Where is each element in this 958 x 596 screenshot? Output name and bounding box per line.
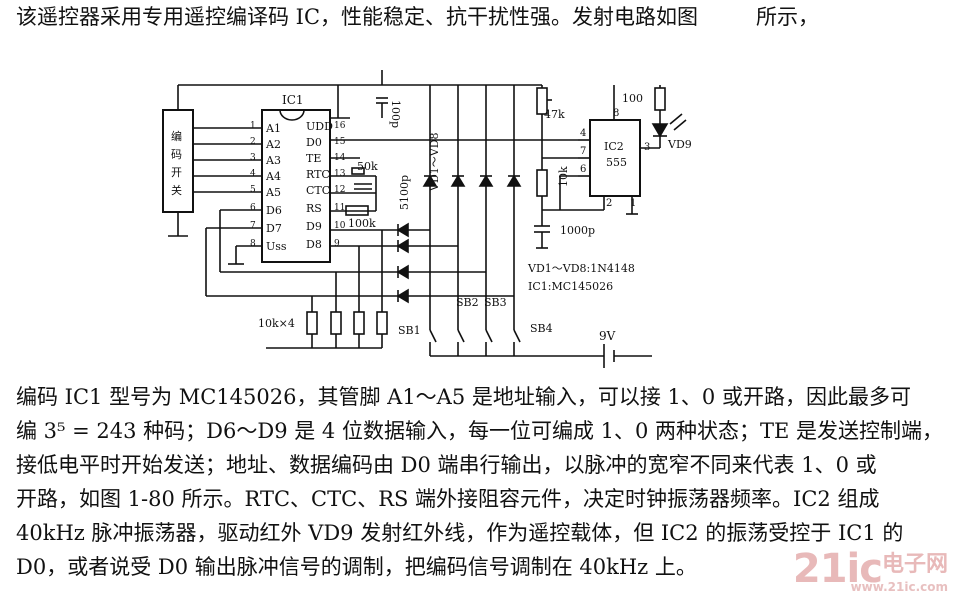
encoder-switch: 编 码 开 关 — [162, 84, 338, 237]
button-label-sb2: SB2 — [456, 296, 479, 309]
battery-label: 9V — [599, 329, 616, 343]
body-line: 40kHz 脉冲振荡器，驱动红外 VD9 发射红外线，作为遥控载体，但 IC2 … — [16, 521, 904, 545]
intro-text: 该遥控器采用专用遥控编译码 IC，性能稳定、抗干扰性强。发射电路如图 所示， — [16, 2, 819, 33]
ic1-pin-number: 8 — [250, 239, 256, 249]
ic1-name: IC1 — [282, 93, 304, 107]
body-line: 开路，如图 1-80 所示。RTC、CTC、RS 端外接阻容元件，决定时钟振荡器… — [16, 487, 880, 511]
switch-char-3: 开 — [171, 166, 182, 179]
resistors-label: 10k×4 — [258, 317, 295, 330]
ic1-pin-number: 6 — [250, 203, 256, 213]
ic1-pin-label-a4: A4 — [265, 170, 281, 183]
ic2-pin-4: 4 — [580, 128, 586, 139]
ic1-pin-label-d9: D9 — [306, 220, 322, 233]
ic2-pin-2: 2 — [606, 198, 612, 209]
ic1-pin-number: 2 — [250, 137, 256, 147]
watermark-brand: 21ic — [792, 546, 883, 592]
cap-100p-label: 100p — [389, 100, 402, 128]
pull-down-resistors — [266, 230, 388, 349]
ic1-pin-number: 4 — [250, 169, 256, 179]
ic1-pin-number: 9 — [334, 239, 340, 249]
ic1-pin-label-a2: A2 — [265, 138, 281, 151]
diodes-top — [422, 174, 522, 187]
note-diodes: VD1～VD8:1N4148 — [527, 262, 635, 275]
ic1: IC1 — [261, 93, 331, 263]
ic1-pin-number: 13 — [334, 169, 346, 179]
ic1-pin-label-a3: A3 — [265, 154, 281, 167]
ic1-pin-label-uss: Uss — [266, 240, 287, 253]
ic1-pin-number: 12 — [334, 185, 345, 195]
r-47k-label: 47k — [544, 108, 565, 121]
intro-sentence: 该遥控器采用专用遥控编译码 IC，性能稳定、抗干扰性强。发射电路如图 — [16, 5, 699, 29]
push-button-sb1 — [429, 329, 437, 356]
body-line: 编 3⁵ = 243 种码；D6～D9 是 4 位数据输入，每一位可编成 1、0… — [16, 419, 944, 443]
body-text: 编码 IC1 型号为 MC145026，其管脚 A1～A5 是地址输入，可以接 … — [16, 382, 946, 586]
ic1-pin-number: 1 — [250, 121, 256, 131]
cap-5100p-label: 5100p — [398, 175, 411, 210]
ic1-pin-label-d6: D6 — [266, 204, 282, 217]
button-label-sb3: SB3 — [484, 296, 507, 309]
note-ic1: IC1:MC145026 — [528, 280, 613, 293]
r-100-label: 100 — [622, 92, 643, 105]
button-label-sb4: SB4 — [530, 322, 553, 335]
ic1-pin-number: 16 — [334, 121, 346, 131]
ic2-pin-6: 6 — [580, 164, 586, 175]
push-button-sb4 — [513, 329, 521, 356]
ic1-pin-label-a1: A1 — [265, 122, 281, 135]
ic2-pin-8: 8 — [613, 108, 619, 119]
ic1-pin-label-a5: A5 — [265, 186, 281, 199]
ic1-pin-label-rs: RS — [306, 202, 322, 215]
watermark-url: www.21ic.com — [850, 580, 948, 594]
ic1-pin-label-d0: D0 — [306, 136, 322, 149]
body-line: 接低电平时开始发送；地址、数据编码由 D0 端串行输出，以脉冲的宽窄不同来代表 … — [16, 453, 877, 477]
body-line: 编码 IC1 型号为 MC145026，其管脚 A1～A5 是地址输入，可以接 … — [16, 385, 911, 409]
watermark-cn: 电子网 — [881, 552, 948, 577]
ic1-pin-number: 3 — [250, 153, 256, 163]
watermark: 21ic电子网 www.21ic.com — [792, 546, 948, 594]
ic1-pin-label-ctc: CTC — [306, 184, 330, 197]
ic1-pin-number: 7 — [250, 221, 256, 231]
button-label-sb1: SB1 — [398, 324, 421, 337]
ic2-pin-7: 7 — [580, 146, 586, 157]
switch-char-2: 码 — [171, 148, 182, 161]
body-line: D0，或者说受 D0 输出脉冲信号的调制，把编码信号调制在 40kHz 上。 — [16, 555, 697, 579]
ic1-pin-number: 11 — [334, 203, 345, 213]
led-label: VD9 — [667, 138, 692, 151]
ic1-pin-label-d7: D7 — [266, 222, 282, 235]
ic1-pin-label-te: TE — [306, 152, 321, 165]
switch-char-1: 编 — [171, 129, 182, 143]
push-button-sb3 — [485, 329, 493, 356]
ic1-pin-label-rtc: RTC — [306, 168, 330, 181]
cap-1000p-label: 1000p — [560, 224, 595, 237]
ic1-pin-label-d8: D8 — [306, 238, 322, 251]
r-100k-label: 100k — [348, 217, 376, 230]
ic2-pin-1: 1 — [630, 198, 636, 209]
ic1-pin-number: 10 — [334, 221, 346, 231]
ic2-name: IC2 — [604, 140, 624, 153]
ic1-pin-number: 15 — [334, 137, 346, 147]
intro-trail: 所示， — [756, 5, 820, 29]
ic2-model: 555 — [606, 156, 627, 169]
ic1-pin-label-udd: UDD — [306, 120, 333, 133]
switch-char-4: 关 — [171, 183, 182, 197]
ic2: IC2 555 4 7 6 8 3 2 1 — [580, 108, 650, 209]
push-button-sb2 — [457, 329, 465, 356]
ic1-pin-number: 5 — [250, 185, 256, 195]
r-50k-label: 50k — [357, 160, 378, 173]
diodes-label: VD1～VD8 — [428, 132, 441, 192]
